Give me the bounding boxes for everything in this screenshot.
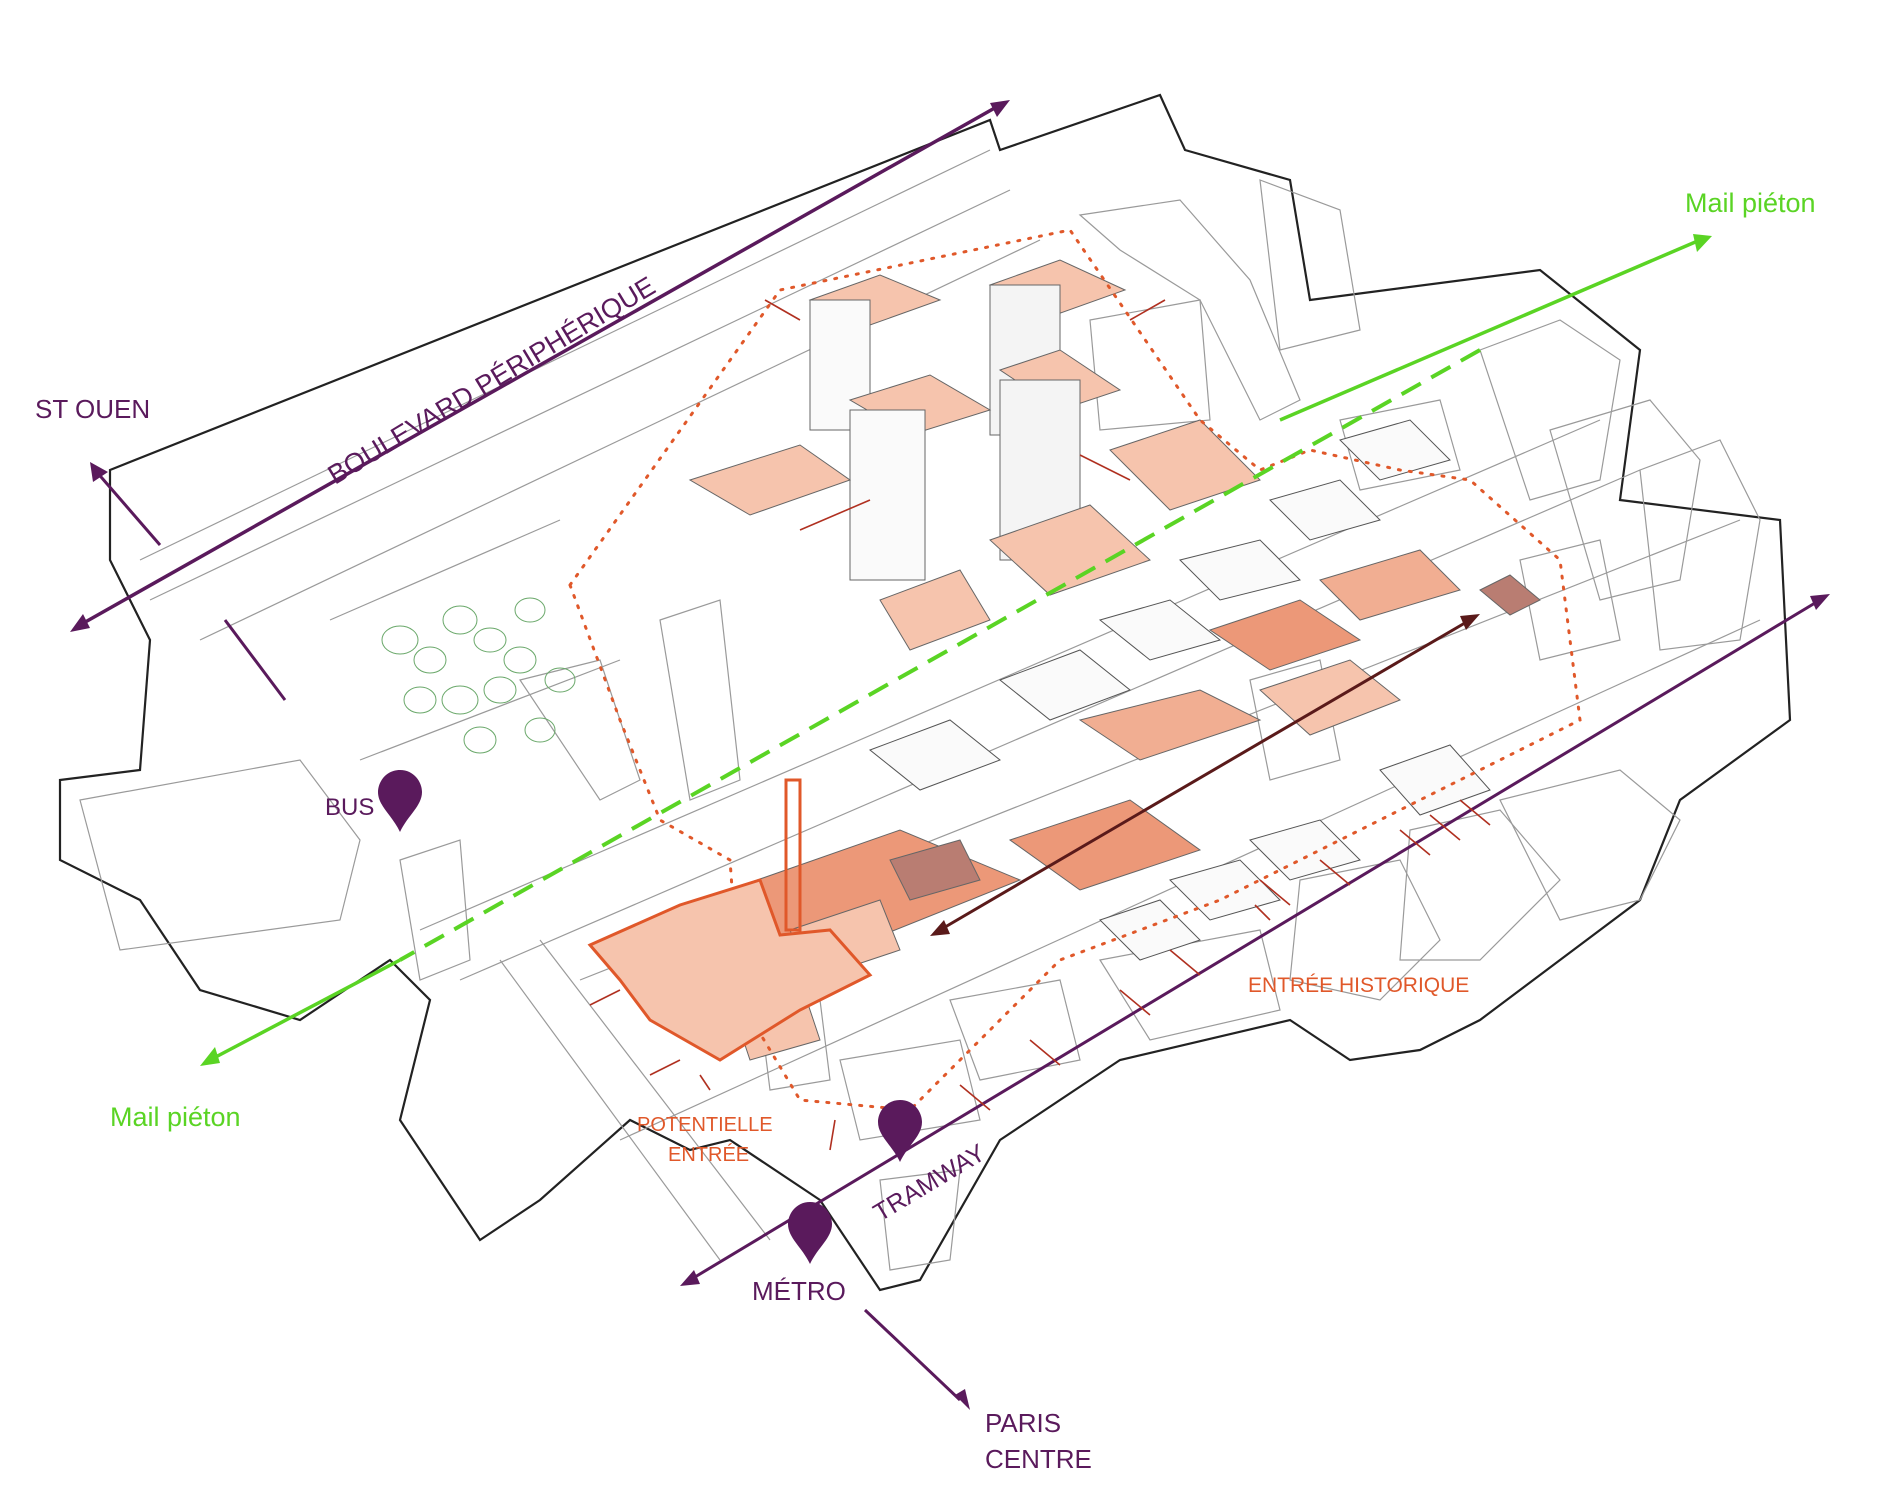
metro-label: MÉTRO (752, 1276, 846, 1306)
map-pin-icon (878, 1100, 922, 1162)
st-ouen-label: ST OUEN (35, 394, 150, 424)
heritage-parcel (587, 878, 873, 1062)
paris-label-line2: CENTRE (985, 1444, 1092, 1474)
chimney (784, 778, 802, 932)
map-pin-icon (788, 1202, 832, 1264)
ground-outline (58, 93, 1792, 1292)
tramway-arrow (680, 594, 1830, 1286)
paris-label-line1: PARIS (985, 1408, 1061, 1438)
pedestrian-mall (200, 234, 1712, 1066)
mail-pieton-ne-label: Mail piéton (1685, 188, 1816, 218)
potentielle-label-line1: POTENTIELLE (637, 1114, 773, 1136)
context-linework (79, 149, 1761, 1271)
residential-blocks (869, 419, 1491, 961)
site-buildings (688, 259, 1541, 1061)
tramway-label: TRAMWAY (869, 1139, 991, 1228)
park-trees (381, 597, 576, 754)
historic-axis-arrow (930, 614, 1480, 936)
boulevard-arrow (70, 100, 1010, 701)
mail-pieton-sw-label: Mail piéton (110, 1102, 241, 1132)
access-arrows (589, 299, 1491, 1151)
bus-label: BUS (325, 794, 374, 821)
entree-historique-label: ENTRÉE HISTORIQUE (1248, 974, 1469, 997)
map-pin-icon (378, 770, 422, 832)
potentielle-label-line2: ENTRÉE (668, 1143, 749, 1166)
site-boundary (568, 228, 1582, 1112)
paris-centre-arrow (863, 1308, 970, 1410)
